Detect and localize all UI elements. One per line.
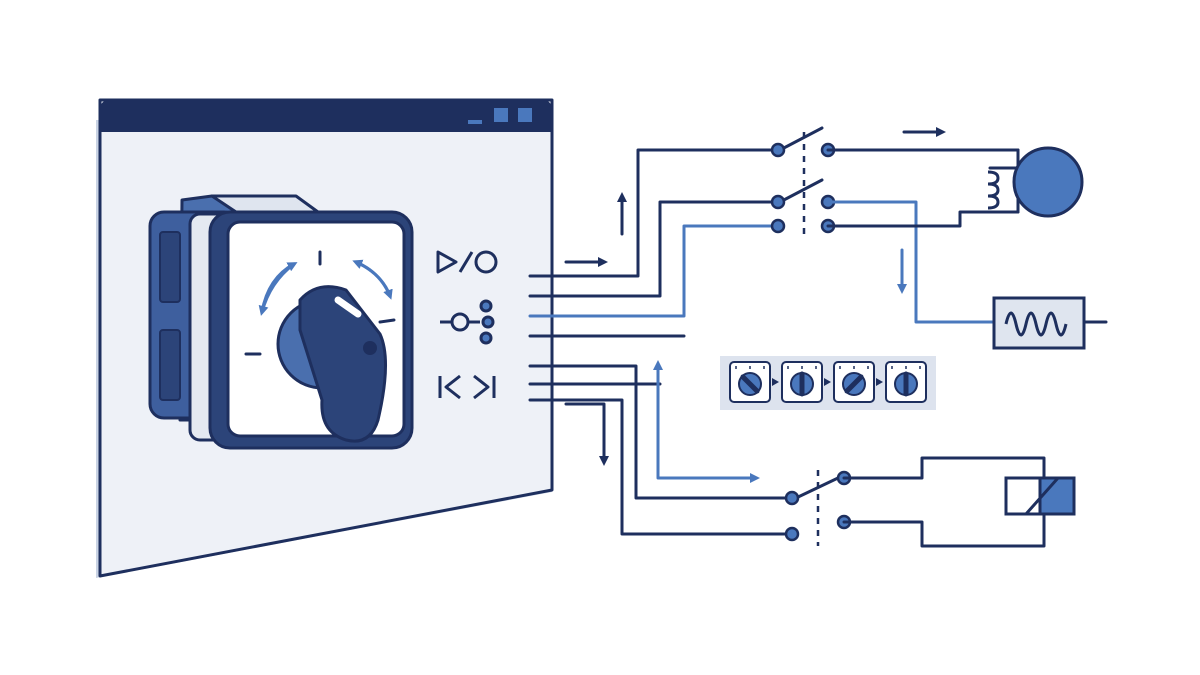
position-tick-marks: [244, 250, 396, 356]
maximize-icon[interactable]: [494, 108, 508, 122]
rotary-cam-switch-icon: [148, 194, 414, 450]
relay-coil-icon: [1004, 476, 1076, 516]
wiring: [528, 148, 792, 536]
motor-rotor: [1012, 146, 1084, 218]
heater-element-icon: [1004, 311, 1068, 337]
knob-handle[interactable]: [298, 285, 387, 443]
contact-pair-1: [770, 126, 1020, 158]
minimize-icon[interactable]: [468, 120, 482, 124]
rotate-right-arrow-icon-2: [352, 259, 392, 298]
position-2-icon[interactable]: [781, 361, 823, 403]
wire-line-1: [528, 148, 776, 278]
switch-clip-top: [159, 231, 181, 303]
heater-resistor-icon: [992, 296, 1108, 350]
sequence-arrow-icon: [824, 378, 831, 386]
motor-icon: [987, 146, 1084, 218]
sequence-arrow-icon: [876, 378, 883, 386]
mode-symbols: [436, 250, 498, 400]
contact-pair-2: [770, 178, 1020, 324]
wire-line-7: [528, 398, 792, 536]
knob-indicator: [334, 296, 362, 318]
switch-clip-bottom: [159, 329, 181, 401]
close-icon[interactable]: [518, 108, 532, 122]
play-stop-icon[interactable]: [436, 250, 498, 274]
feedback-arrow-blue: [656, 362, 760, 483]
multi-position-selector-icon[interactable]: [440, 299, 495, 345]
down-arrow-1: [564, 402, 609, 466]
rotate-left-arrow-icon-2: [258, 262, 296, 316]
wire-line-3-blue: [528, 224, 776, 318]
position-1-icon[interactable]: [729, 361, 771, 403]
position-4-icon[interactable]: [885, 361, 927, 403]
reverse-direction-icon[interactable]: [438, 374, 496, 400]
sequence-arrow-icon: [772, 378, 779, 386]
wire-line-5: [528, 364, 792, 500]
motor-coil-icon: [987, 170, 1000, 210]
window-titlebar: [100, 100, 552, 132]
position-3-icon[interactable]: [833, 361, 875, 403]
wire-line-2: [528, 200, 776, 298]
knob-pivot: [363, 341, 377, 355]
contact-pair-3: [784, 456, 1046, 548]
position-sequence-strip: [720, 356, 936, 410]
